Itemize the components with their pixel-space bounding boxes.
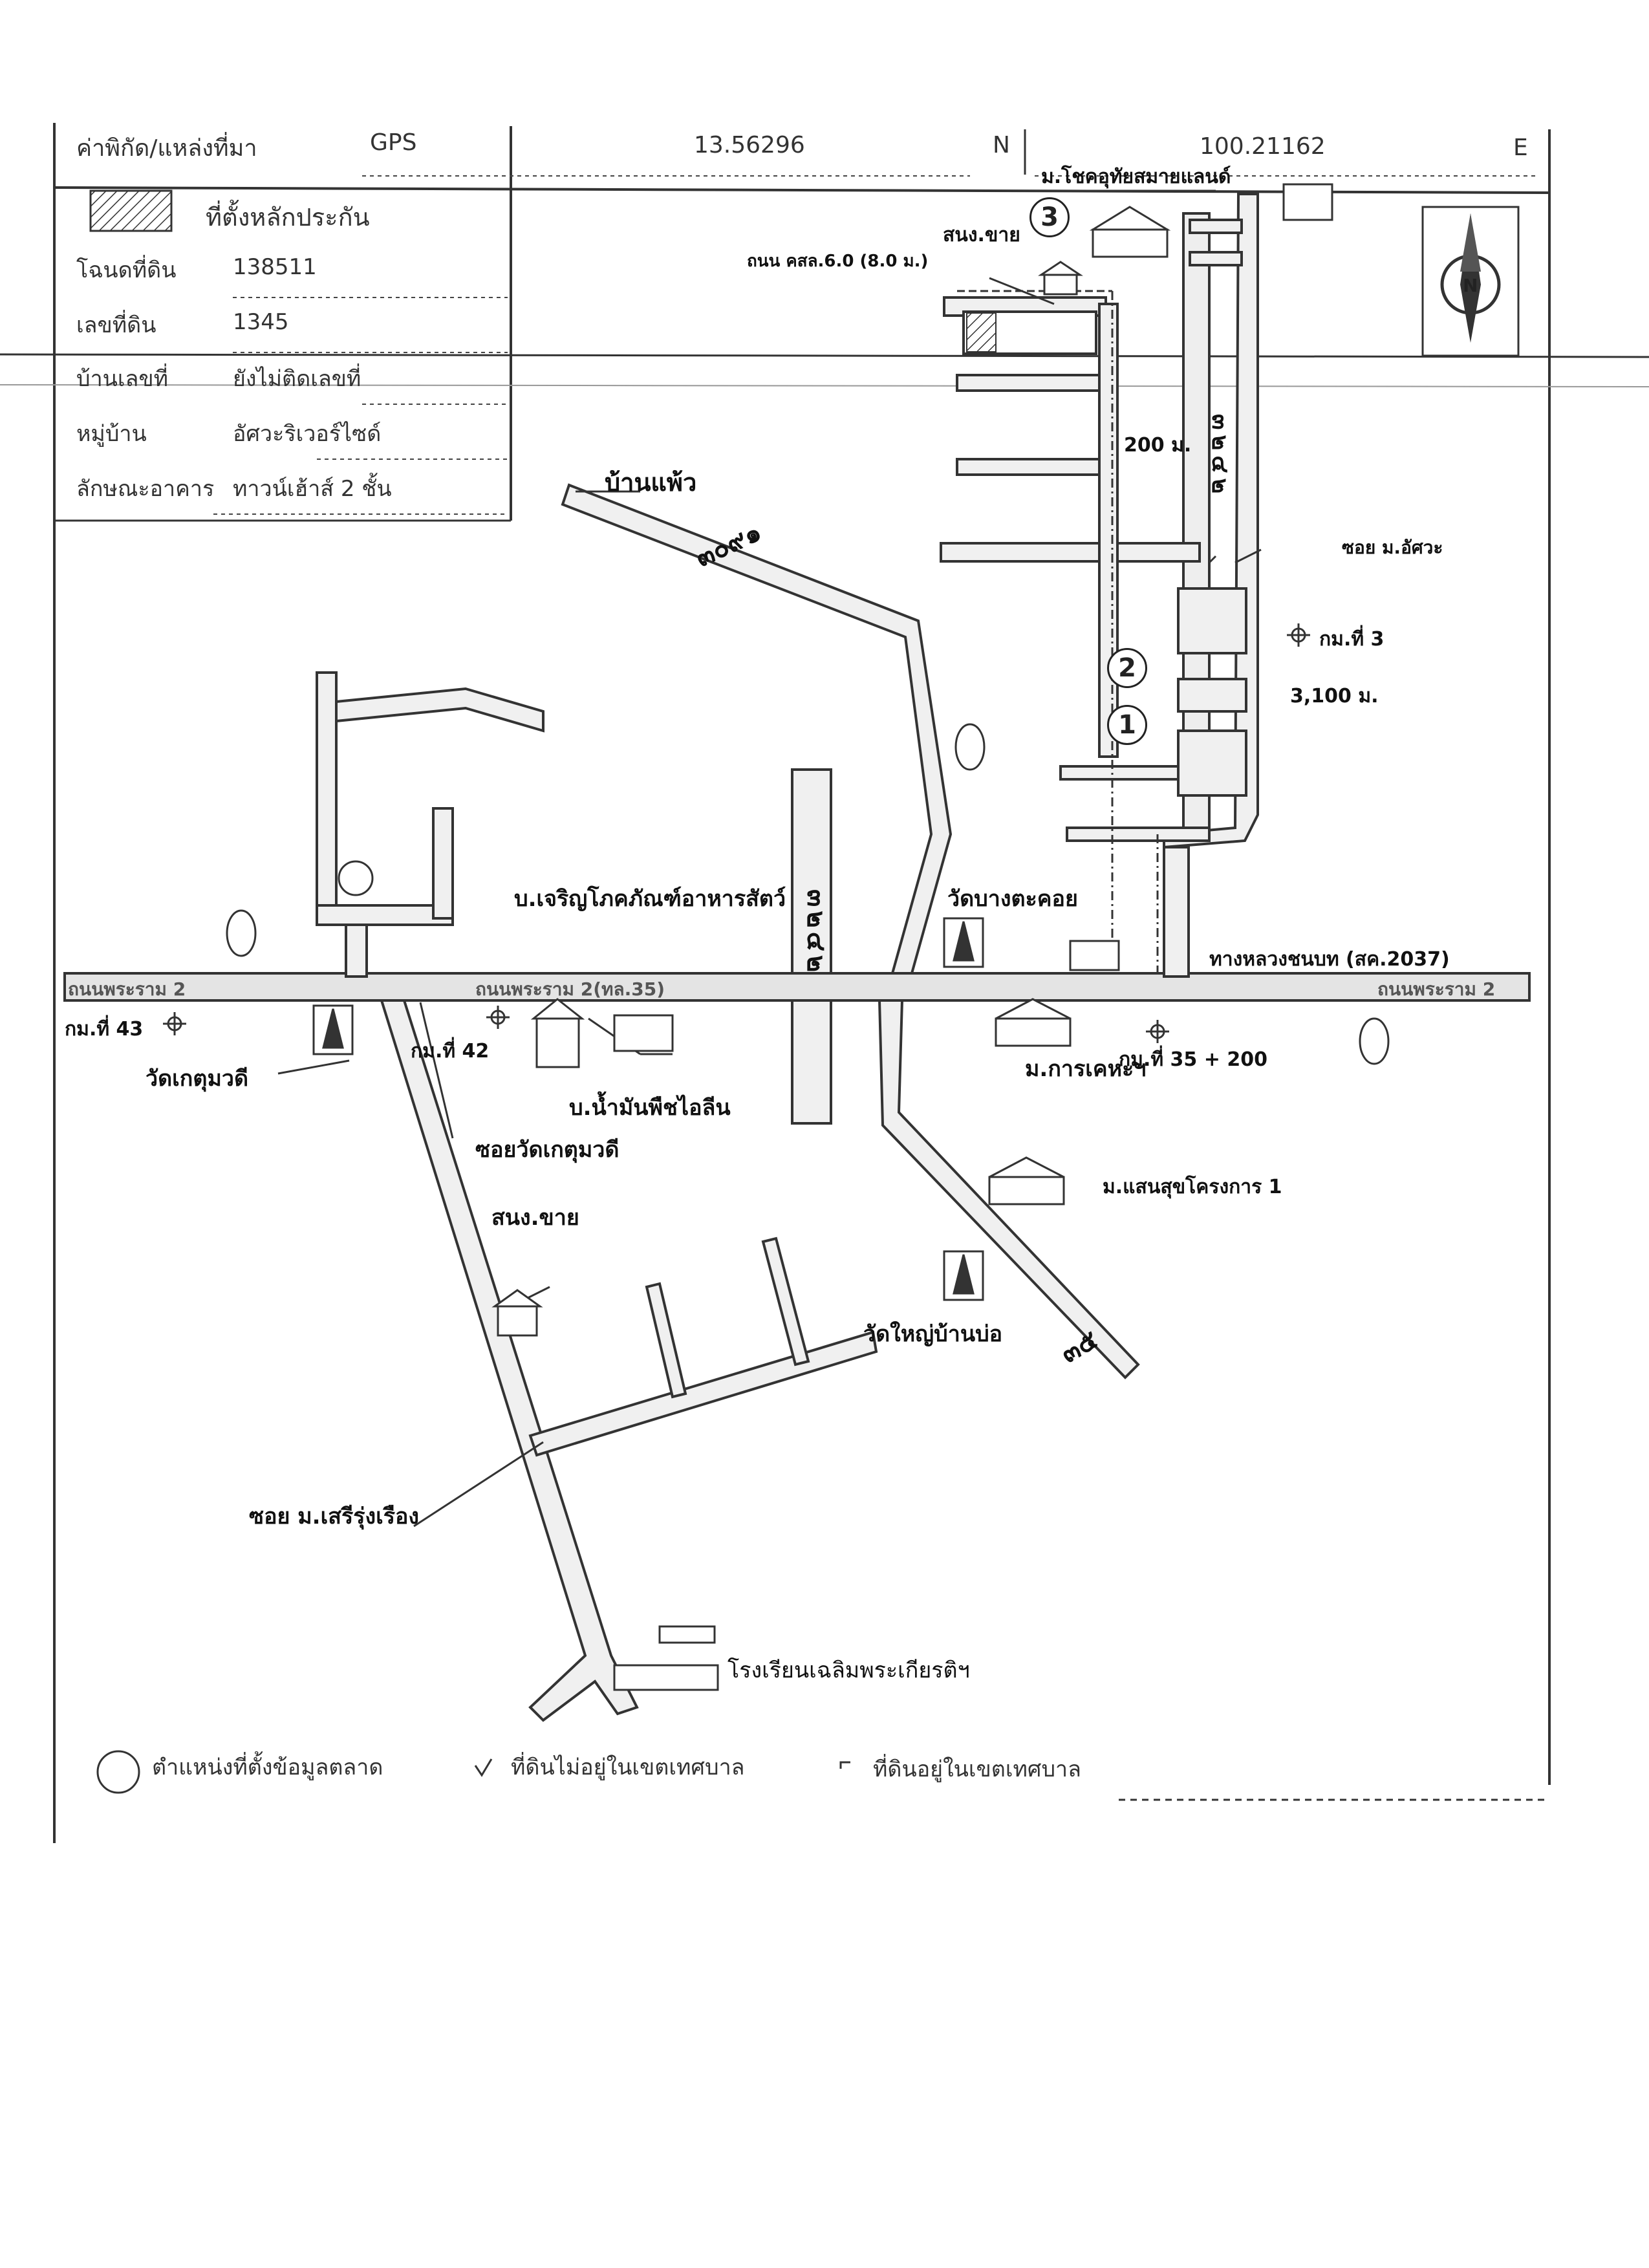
soi-asawa-label: ซอย ม.อัศวะ [1342,537,1443,558]
land-no-label: เลขที่ดิน [76,312,156,338]
legend-market-data: ตำแหน่งที่ตั้งข้อมูลตลาด [152,1755,383,1780]
ban-phaeo-label: บ้านแพ้ว [605,468,697,497]
latitude-value: 13.56296 [694,132,805,158]
km42-label: กม.ที่ 42 [411,1040,490,1063]
top-village-label: ม.โชคอุทัยสมายแลนด์ [1041,166,1231,188]
km3-label: กม.ที่ 3 [1319,628,1385,651]
dotted-lines [213,175,1539,515]
deed-label: โฉนดที่ดิน [76,257,177,283]
km-markers [163,623,1310,1043]
wat-ket-label: วัดเกตุมวดี [146,1066,249,1092]
sale-office-bottom-label: สนง.ขาย [491,1205,579,1231]
check-legend-mark [474,1758,493,1777]
village-value: อัศวะริเวอร์ไซด์ [233,421,382,447]
route-number-3242-upper: ๓๒๔๒ [1207,414,1233,499]
legend-inside-muni: ที่ดินอยู่ในเขตเทศบาล [873,1756,1081,1782]
flame-icons [226,723,1390,1065]
feed-company-label: บ.เจริญโภคภัณฑ์อาหารสัตว์ [514,886,786,912]
soi-serm-label: ซอย ม.เสรีรุ่งเรือง [249,1504,419,1529]
logo-icons [338,183,1333,971]
house-icons [491,206,1171,1691]
school-label: โรงเรียนเฉลิมพระเกียรติฯ [727,1658,970,1683]
longitude-value: 100.21162 [1200,133,1326,160]
m-saensuk-label: ม.แสนสุขโครงการ 1 [1103,1176,1282,1198]
compass-north: N [1463,275,1478,296]
temple-icons [312,917,984,1301]
marker-1: 1 [1107,705,1147,745]
coord-label: ค่าพิกัด/แหล่งที่มา [76,135,257,162]
house-no-value: ยังไม่ติดเลขที่ [233,366,361,392]
sale-office-top-label: สนง.ขาย [943,224,1020,246]
deed-value: 138511 [233,254,317,280]
route-number-3242-center: ๓๒๔๒ [801,889,831,977]
marker-2: 2 [1107,648,1147,688]
soi-wat-ket-label: ซอยวัดเกตุมวดี [475,1137,620,1163]
market-data-legend-circle [96,1750,140,1794]
marker-3: 3 [1029,197,1070,237]
corner-legend-mark [839,1761,850,1769]
dist-200-label: 200 ม. [1124,434,1192,457]
m-karnkheha-label: ม.การเคหะฯ [1025,1056,1147,1082]
longitude-dir: E [1513,135,1528,161]
house-no-label: บ้านเลขที่ [76,366,169,392]
building-label: ลักษณะอาคาร [76,476,215,502]
road-kasl-label: ถนน คสล.6.0 (8.0 ม.) [747,252,929,271]
compass-box [1421,206,1520,357]
village-label: หมู่บ้าน [76,421,147,447]
coord-source: GPS [370,129,417,156]
latitude-dir: N [993,132,1010,158]
wat-yai-label: วัดใหญ่บ้านบ่อ [863,1321,1003,1347]
oil-company-label: บ.น้ำมันพืชไอลีน [569,1095,731,1121]
km43-label: กม.ที่ 43 [65,1018,144,1041]
km35-label: กม.ที่ 35 + 200 [1119,1048,1267,1071]
dist-3100-label: 3,100 ม. [1290,685,1379,707]
road-left-label: ถนนพระราม 2 [68,978,186,1000]
legend-outside-muni: ที่ดินไม่อยู่ในเขตเทศบาล [511,1755,745,1780]
collateral-label: ที่ตั้งหลักประกัน [206,203,370,232]
road-right-label: ถนนพระราม 2 [1377,978,1496,1000]
collateral-legend-swatch [89,189,173,232]
rural-road-label: ทางหลวงชนบท (สค.2037) [1209,948,1450,971]
road-mid-label: ถนนพระราม 2(ทล.35) [475,978,665,1000]
wat-bang-takhoi-label: วัดบางตะคอย [947,886,1078,912]
land-no-value: 1345 [233,309,289,335]
building-value: ทาวน์เฮ้าส์ 2 ชั้น [233,476,392,502]
roads [63,193,1531,1722]
